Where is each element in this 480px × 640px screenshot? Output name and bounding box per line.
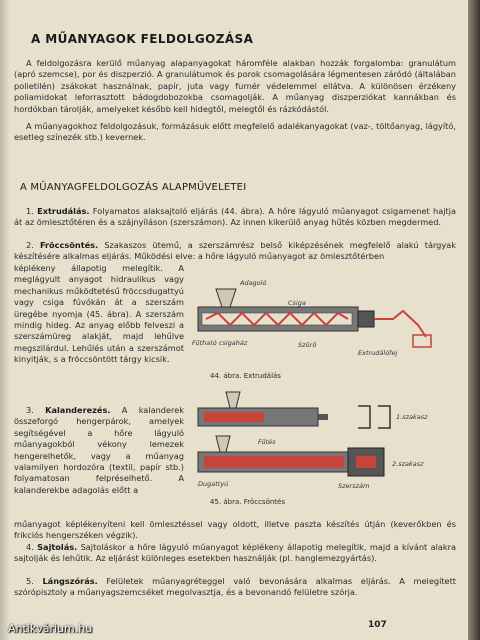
label-nozzle: Szűrő: [298, 340, 317, 349]
extrusion-figure: Adagoló Csiga Fűtható csigaház Szűrő Ext…: [192, 279, 432, 357]
item-number: 5.: [26, 576, 34, 586]
item-number: 4.: [26, 542, 34, 552]
item-text: Szakaszos ütemű, a szerszámrész belső ki…: [14, 240, 456, 262]
item-text: Felületek műanyagréteggel való bevonásár…: [14, 576, 457, 598]
label-hopper: Adagoló: [239, 279, 266, 287]
die-head: [357, 310, 375, 328]
book-spine: [468, 0, 480, 640]
label-heated-cylinder: Fűtható csigaház: [192, 338, 248, 347]
item-calendering: 3. Kalanderezés. A kalanderek összeforgó…: [14, 405, 184, 496]
item-pressing: 4. Sajtolás. Sajtoláskor a hőre lágyuló …: [14, 542, 456, 565]
book-page: A MŰANYAGOK FELDOLGOZÁSA A feldolgozásra…: [0, 0, 468, 640]
melt-stage1: [204, 412, 264, 422]
item-term: Lángszórás.: [42, 576, 98, 586]
item-number: 3.: [26, 405, 34, 415]
item-calendering-continued: műanyagot képlékenyíteni kell ömlesztéss…: [14, 519, 456, 541]
item-injection-molding: 2. Fröccsöntés. Szakaszos ütemű, a szers…: [14, 240, 456, 263]
chapter-title: A MŰANYAGOK FELDOLGOZÁSA: [31, 32, 254, 46]
item-term: Kalanderezés.: [45, 405, 111, 415]
fig45-caption: 45. ábra. Fröccsöntés: [210, 498, 285, 506]
item-flame-spraying: 5. Lángszórás. Felületek műanyagréteggel…: [14, 576, 456, 599]
item-number: 2.: [26, 240, 34, 250]
extruded-profile: [374, 309, 427, 338]
intro-paragraph: A feldolgozásra kerülő műanyag alapanyag…: [14, 58, 456, 114]
mold-open: [358, 405, 391, 429]
hopper-stage1: [225, 391, 241, 409]
label-stage2: 2.szakasz: [392, 460, 424, 468]
additives-paragraph: A műanyagokhoz feldolgozásuk, formázásuk…: [14, 121, 456, 143]
melt-stage2: [204, 456, 344, 468]
hopper: [215, 288, 237, 308]
label-screw: Csiga: [288, 299, 306, 307]
item-text: Folyamatos alaksajtoló eljárás (44. ábra…: [14, 206, 457, 228]
extruded-coil: [412, 334, 432, 348]
item-text: Sajtoláskor a hőre lágyuló műanyagot kép…: [14, 542, 457, 564]
hopper-stage2: [215, 435, 231, 453]
screw-flight: [205, 311, 349, 327]
molded-part: [356, 456, 376, 468]
item-injection-molding-continued: képlékeny állapotig melegítik. A meglágy…: [14, 263, 184, 365]
item-number: 1.: [26, 206, 34, 216]
watermark: Antikvárium.hu: [8, 622, 93, 635]
nozzle-stage1: [318, 414, 328, 420]
item-term: Fröccsöntés.: [39, 240, 99, 250]
label-die: Extrudálófej: [358, 349, 397, 357]
fig44-caption: 44. ábra. Extrudálás: [210, 372, 281, 380]
item-term: Extrudálás.: [37, 206, 90, 216]
label-plunger: Dugattyú: [198, 480, 228, 488]
item-extrusion: 1. Extrudálás. Folyamatos alaksajtoló el…: [14, 206, 456, 229]
page-shadow: [0, 0, 10, 640]
item-term: Sajtolás.: [37, 542, 78, 552]
item-text: A kalanderek összeforgó hengerpárok, ame…: [14, 405, 184, 495]
label-heating: Fűtés: [258, 437, 276, 446]
label-mold: Szerszám: [338, 482, 369, 490]
section-title: A MŰANYAGFELDOLGOZÁS ALAPMŰVELETEI: [20, 182, 247, 193]
label-stage1: 1.szakasz: [396, 413, 428, 421]
page-number: 107: [368, 620, 387, 630]
injection-figure: 1.szakasz 2.szakasz Dugattyú Fűtés Szers…: [197, 391, 428, 490]
